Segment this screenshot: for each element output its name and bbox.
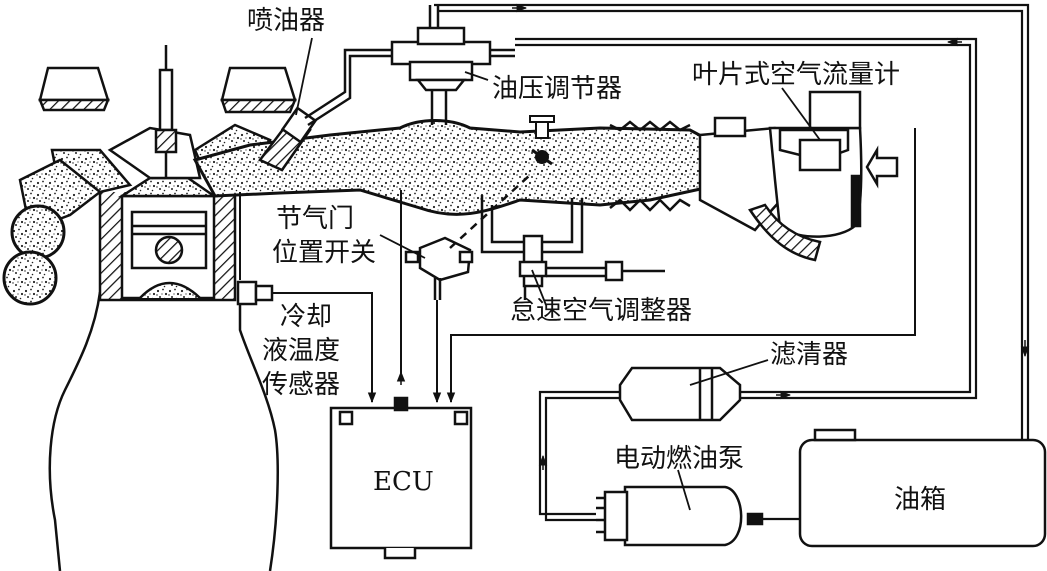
idle-air-adjuster bbox=[480, 195, 665, 300]
signal-arrows bbox=[367, 370, 456, 404]
coolant-sensor-label-line2: 液温度 bbox=[262, 336, 341, 366]
engine-block bbox=[48, 176, 279, 571]
pressure-regulator-label: 油压调节器 bbox=[492, 74, 623, 104]
flow-arrows bbox=[512, 3, 1030, 470]
fuel-filter bbox=[618, 366, 742, 422]
injector-label: 喷油器 bbox=[247, 6, 326, 36]
leader-lines bbox=[295, 37, 821, 511]
ecu-label: ECU bbox=[373, 467, 434, 497]
intake-manifold bbox=[192, 119, 707, 216]
exhaust-ports bbox=[2, 204, 66, 306]
fuel-lines bbox=[434, 3, 1030, 522]
fuel-tank-label: 油箱 bbox=[894, 485, 947, 515]
injector bbox=[258, 48, 392, 172]
fuel-pump-label: 电动燃油泵 bbox=[614, 444, 745, 474]
electric-fuel-pump bbox=[596, 485, 764, 547]
fuel-tank bbox=[798, 428, 1047, 548]
air-inlet-arrow bbox=[865, 145, 899, 189]
ecu-signal-wires bbox=[239, 128, 916, 402]
throttle-switch-label-line1: 节气门 bbox=[276, 204, 355, 234]
fuel-pressure-regulator bbox=[390, 5, 515, 125]
valve-covers bbox=[38, 66, 297, 114]
ecu-box bbox=[329, 396, 473, 560]
vane-airflow-meter-label: 叶片式空气流量计 bbox=[692, 60, 901, 90]
coolant-sensor bbox=[236, 280, 274, 306]
intake-bellows bbox=[609, 120, 691, 212]
throttle-linkage-dashed bbox=[449, 174, 531, 249]
coolant-sensor-label-line1: 冷却 bbox=[280, 302, 333, 332]
vane-airflow-meter bbox=[698, 90, 863, 262]
spark-plug bbox=[154, 45, 178, 178]
coolant-sensor-label-line3: 传感器 bbox=[262, 370, 341, 400]
throttle-position-switch bbox=[404, 236, 474, 300]
filter-label: 滤清器 bbox=[770, 340, 849, 370]
throttle-switch-label-line2: 位置开关 bbox=[272, 238, 377, 268]
idle-air-adjuster-label: 怠速空气调整器 bbox=[510, 296, 693, 326]
